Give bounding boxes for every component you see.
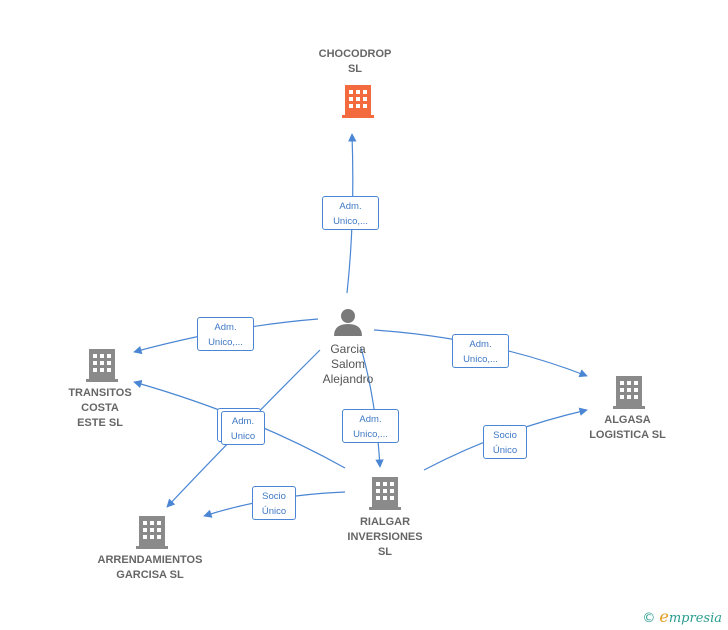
- edge-label-person-arrendamientos: Adm. Unico: [221, 411, 265, 445]
- node-label-arrendamientos[interactable]: ARRENDAMIENTOS GARCISA SL: [97, 554, 203, 581]
- building-icon-algasa: [613, 376, 645, 409]
- node-label-chocodrop[interactable]: CHOCODROP SL: [318, 48, 392, 75]
- edge-label-rialgar-arrendamientos: Socio Único: [252, 486, 296, 520]
- building-icon-chocodrop: [342, 85, 374, 118]
- brand-footer: ©empresia: [642, 607, 722, 626]
- brand-e: e: [659, 607, 669, 626]
- node-label-rialgar[interactable]: RIALGAR INVERSIONES SL: [347, 516, 423, 558]
- edge-person-rialgar: [360, 347, 384, 468]
- edge-label-to-rialgar: Adm. Unico,...: [342, 409, 399, 443]
- person-icon: [334, 309, 362, 336]
- copyright-symbol: ©: [642, 611, 656, 626]
- edge-label-to-algasa: Adm. Unico,...: [452, 334, 509, 368]
- node-label-algasa[interactable]: ALGASA LOGISTICA SL: [589, 414, 666, 441]
- edge-label-to-chocodrop: Adm. Unico,...: [322, 196, 379, 230]
- edge-label-rialgar-algasa: Socio Único: [483, 425, 527, 459]
- edge-label-to-transitos: Adm. Unico,...: [197, 317, 254, 351]
- building-icon-arrendamientos: [136, 516, 168, 549]
- brand-name: mpresia: [668, 611, 722, 626]
- building-icon-rialgar: [369, 477, 401, 510]
- node-label-transitos[interactable]: TRANSITOS COSTA ESTE SL: [68, 387, 132, 429]
- building-icon-transitos: [86, 349, 118, 382]
- node-label-person[interactable]: Garcia Salom Alejandro: [322, 342, 374, 386]
